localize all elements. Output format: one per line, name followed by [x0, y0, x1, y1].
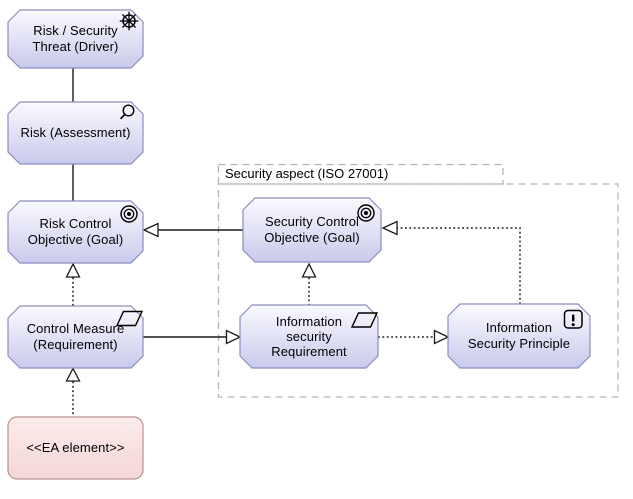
- hollow-triangle-arrowhead: [381, 220, 398, 236]
- goal-icon: [120, 205, 138, 223]
- hollow-triangle-arrowhead: [142, 222, 159, 238]
- node-risk-control-objective[interactable]: Risk Control Objective (Goal): [8, 201, 143, 263]
- edge-sco-rco[interactable]: [142, 222, 243, 238]
- node-information-security-requirement[interactable]: Information security Requirement: [240, 305, 378, 368]
- requirement-icon: [350, 312, 379, 328]
- hollow-triangle-arrowhead: [225, 329, 242, 345]
- principle-icon: [563, 309, 583, 329]
- edge-cm-rco[interactable]: [65, 262, 81, 306]
- node-risk-assessment[interactable]: Risk (Assessment): [8, 102, 143, 164]
- node-shape-risk-assessment: [7, 101, 144, 165]
- node-shape-information-security-requirement: [239, 304, 379, 369]
- edge-isr-sco[interactable]: [301, 262, 317, 305]
- requirement-icon: [115, 310, 144, 327]
- node-shape-security-control-objective: [242, 197, 382, 263]
- node-shape-ea-element: [7, 416, 144, 480]
- node-label-line: Risk Control: [39, 216, 112, 231]
- node-shape-control-measure: [7, 305, 144, 369]
- node-label-line: (Requirement): [33, 337, 118, 352]
- group-body: [217, 183, 619, 398]
- edge-cm-isr[interactable]: [143, 329, 242, 345]
- node-label-line: Risk (Assessment): [20, 125, 131, 140]
- node-label-line: Security Control: [264, 214, 360, 229]
- hollow-triangle-arrowhead: [65, 262, 81, 278]
- hollow-triangle-arrowhead: [433, 329, 450, 345]
- group-security-aspect-label: Security aspect (ISO 27001): [225, 166, 389, 181]
- goal-icon: [357, 204, 375, 222]
- group-security-aspect[interactable]: [217, 163, 619, 398]
- node-label-line: Control Measure: [26, 321, 125, 336]
- node-information-security-principle[interactable]: Information Security Principle: [448, 304, 590, 368]
- node-label-line: Threat (Driver): [32, 39, 119, 54]
- node-label-line: Information: [485, 320, 553, 335]
- magnifier-icon: [120, 104, 135, 120]
- node-shape-information-security-principle: [447, 303, 591, 369]
- node-ea-element[interactable]: <<EA element>>: [8, 417, 143, 479]
- node-label-line: <<EA element>>: [26, 440, 125, 455]
- node-shape-risk-control-objective: [7, 200, 144, 264]
- node-label-line: security: [286, 329, 332, 344]
- node-label-line: Risk / Security: [33, 23, 118, 38]
- edge-ea-cm[interactable]: [65, 367, 81, 418]
- hollow-triangle-arrowhead: [65, 367, 81, 382]
- node-label-line: Objective (Goal): [264, 230, 360, 245]
- node-label-line: Objective (Goal): [27, 232, 124, 247]
- node-label-line: Information: [275, 314, 343, 329]
- edge-isp-sco[interactable]: [381, 220, 521, 305]
- group-tab: [217, 163, 504, 185]
- edge-isr-isp[interactable]: [378, 329, 450, 345]
- node-shape-risk-security-threat: [7, 9, 144, 69]
- node-security-control-objective[interactable]: Security Control Objective (Goal): [243, 198, 381, 262]
- node-label-line: Security Principle: [467, 336, 571, 351]
- node-control-measure[interactable]: Control Measure (Requirement): [8, 306, 143, 368]
- helm-icon: [119, 11, 139, 31]
- hollow-triangle-arrowhead: [301, 262, 317, 278]
- node-label-line: Requirement: [271, 344, 347, 359]
- node-risk-security-threat[interactable]: Risk / Security Threat (Driver): [8, 10, 143, 68]
